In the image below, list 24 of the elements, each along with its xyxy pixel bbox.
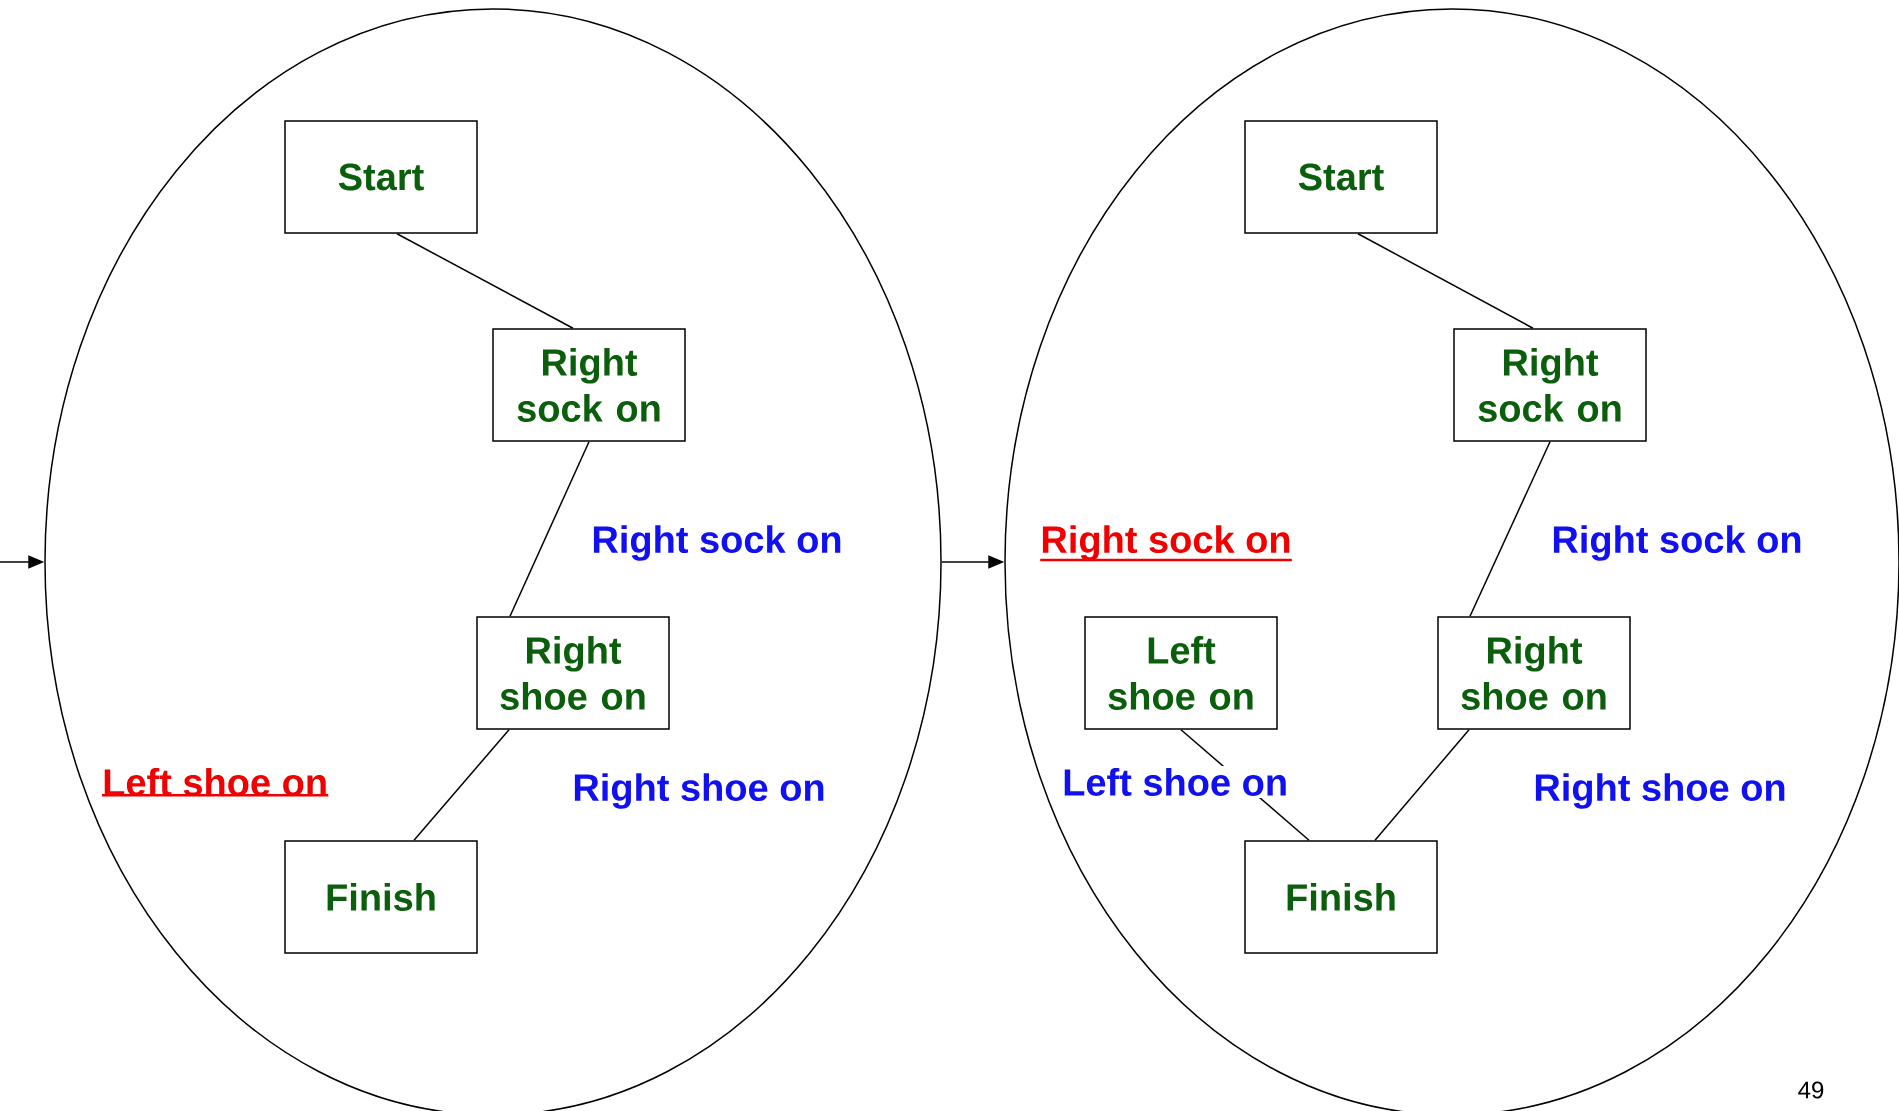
connector-line [1469, 441, 1551, 617]
connector-line [1374, 729, 1470, 841]
underlined-label: Right sock on [1038, 523, 1294, 563]
step-box: Right sock on [492, 328, 686, 442]
ellipse-outline [1004, 8, 1899, 1111]
label: Right sock on [1549, 523, 1805, 563]
page-number: 49 [1798, 1081, 1824, 1099]
label: Right shoe on [1531, 771, 1789, 811]
connector-line [396, 233, 574, 329]
ellipse-outline [44, 8, 942, 1111]
connector-line [413, 729, 510, 841]
step-box: Finish [1244, 840, 1438, 954]
connector-line [1357, 233, 1534, 329]
step-box: Start [284, 120, 478, 234]
step-box: Start [1244, 120, 1438, 234]
step-box: Left shoe on [1084, 616, 1278, 730]
label: Right shoe on [570, 771, 828, 811]
label: Left shoe on [1060, 766, 1291, 798]
step-box: Right shoe on [476, 616, 670, 730]
step-box: Right sock on [1453, 328, 1647, 442]
label: Right sock on [589, 523, 845, 563]
connector-line [509, 441, 590, 617]
step-box: Right shoe on [1437, 616, 1631, 730]
step-box: Finish [284, 840, 478, 954]
